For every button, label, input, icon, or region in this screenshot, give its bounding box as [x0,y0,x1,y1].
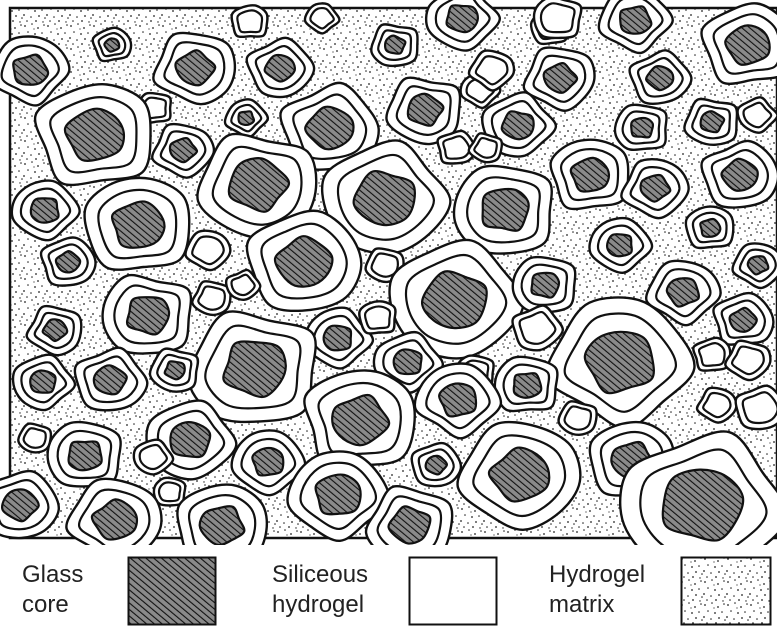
glass-core [663,470,743,541]
glass-core [112,201,164,247]
glass-core [620,6,651,33]
glass-core [239,111,255,125]
glass-core [502,111,534,139]
glass-core [127,297,169,334]
siliceous-hydrogel-inner-rim [365,306,390,328]
siliceous-hydrogel-inner-rim [541,3,575,32]
glass-core [31,198,59,222]
siliceous-hydrogel-inner-rim [565,406,591,429]
legend-swatch-siliceous-hydrogel [408,556,498,626]
glass-core [30,371,55,393]
siliceous-hydrogel-inner-rim [159,482,180,501]
glass-core [631,118,653,137]
glass-core [324,326,351,351]
glass-core [700,219,720,237]
particle-diagram [0,0,777,545]
glass-core [446,5,477,32]
siliceous-hydrogel-inner-rim [24,428,46,448]
glass-core [68,441,101,470]
glass-core [252,448,283,476]
glass-core [170,422,210,457]
glass-core [514,373,542,398]
siliceous-hydrogel-inner-rim [743,392,777,423]
legend-swatch-glass-core [127,556,217,626]
glass-core [571,158,609,192]
glass-core [607,234,632,256]
glass-core [483,189,529,231]
legend-swatch-hydrogel-matrix [680,556,772,626]
legend-label-siliceous-hydrogel: Siliceous hydrogel [272,560,368,620]
glass-core [165,361,185,379]
legend-label-glass-core: Glass core [22,560,83,620]
siliceous-hydrogel-inner-rim [699,343,725,366]
glass-core [316,475,361,515]
glass-core [104,38,119,51]
glass-core [394,349,422,374]
glass-core [439,384,476,417]
siliceous-hydrogel-inner-rim [443,136,469,159]
glass-core [531,273,559,298]
legend-label-hydrogel-matrix: Hydrogel matrix [549,560,645,620]
siliceous-hydrogel-inner-rim [237,10,262,32]
